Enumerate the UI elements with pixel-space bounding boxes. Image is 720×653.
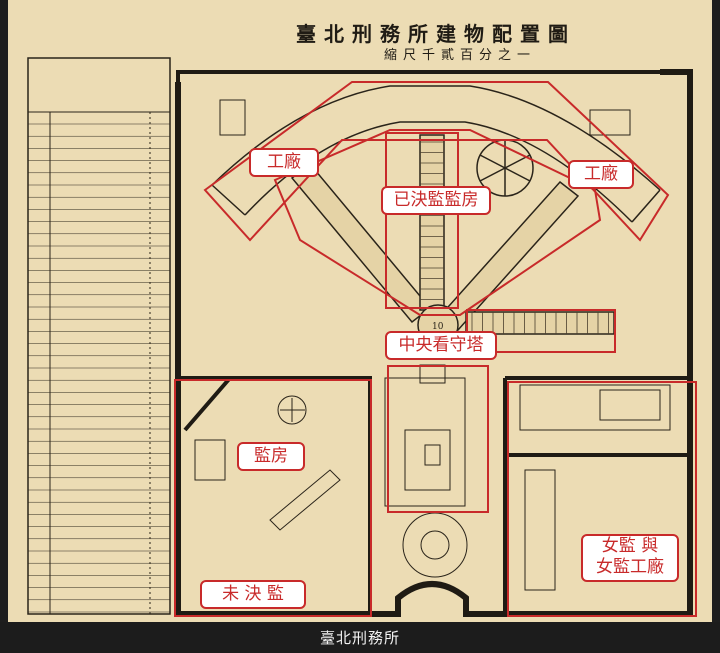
label-women-line2: 女監工廠	[596, 557, 664, 577]
legend-table	[27, 57, 171, 615]
label-central-tower: 中央看守塔	[385, 331, 497, 360]
label-women-line1: 女監 與	[601, 536, 659, 556]
map-caption: 臺北刑務所	[319, 629, 400, 647]
caption-bar	[0, 622, 720, 653]
label-cells: 監房	[237, 442, 305, 471]
building-details	[194, 99, 671, 591]
map-scale: 縮尺千貳百分之一	[383, 48, 536, 63]
label-convicted-cells: 已決監監房	[381, 186, 491, 215]
map-title: 臺北刑務所建物配置圖	[296, 22, 576, 46]
right-frame-edge	[712, 0, 720, 653]
label-workshop-left: 工廠	[249, 148, 319, 177]
compound-wall	[175, 69, 693, 617]
label-women-prison: 女監 與 女監工廠	[581, 534, 679, 582]
label-unconvicted: 未 決 監	[200, 580, 306, 609]
left-frame-edge	[0, 0, 8, 653]
label-workshop-right: 工廠	[568, 160, 634, 189]
svg-text:10: 10	[432, 322, 444, 332]
